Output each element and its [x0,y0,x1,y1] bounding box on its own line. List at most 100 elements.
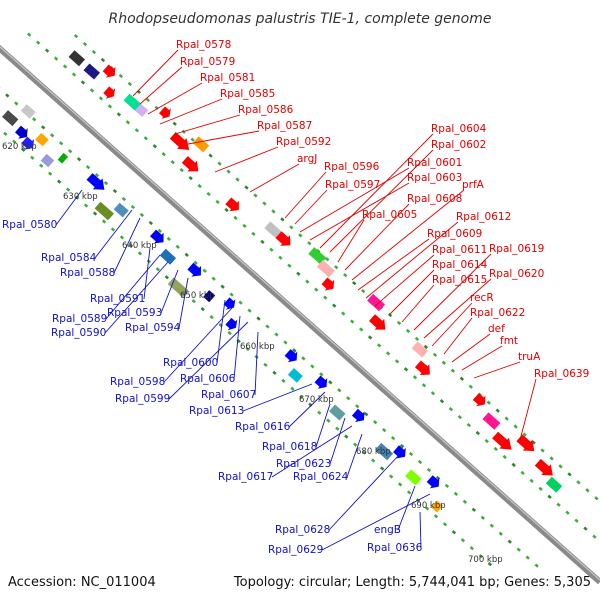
track-tick [448,407,454,412]
track-tick [493,446,498,452]
gene-label-forward: Rpal_0602 [431,139,486,151]
gene-arrow [369,314,386,330]
track-tick [350,319,355,324]
track-tick [73,34,79,39]
gene-label-reverse: Rpal_0618 [262,441,317,453]
track-tick [175,244,180,249]
track-tick [460,538,466,543]
gene-block [367,293,385,312]
track-tick [358,327,364,332]
track-tick [364,412,369,417]
track-tick [12,139,17,144]
track-tick [341,311,346,316]
track-tick [152,144,157,149]
gene-arrow [223,297,236,310]
track-tick [211,276,216,281]
track-tick [522,432,527,437]
gene-callout-line [321,493,431,551]
track-tick [269,247,274,252]
track-tick [502,454,507,460]
gene-label-forward: argJ [297,153,317,165]
track-tick [164,275,169,280]
gene-label-forward: Rpal_0620 [489,268,544,280]
track-tick [94,173,100,178]
track-tick [157,228,162,234]
track-tick [44,48,50,53]
gene-label-forward: Rpal_0605 [362,209,417,221]
track-tick [583,526,588,531]
gene-label-forward: Rpal_0581 [200,72,255,84]
gene-callout-line [319,133,434,249]
gene-label-reverse: Rpal_0606 [180,373,236,385]
gene-label-forward: truA [518,351,541,363]
track-tick [381,427,387,433]
kbp-scale-label: 640 kbp [122,241,157,251]
track-tick [457,414,463,420]
gene-callout-line [284,171,327,219]
accession-text: Accession: NC_011004 [8,575,156,590]
track-tick [58,141,64,146]
gene-callout-line [329,149,434,253]
track-tick [253,193,258,198]
track-tick [27,32,32,37]
gene-callout-line [94,209,133,259]
track-tick [442,522,448,527]
gene-block [134,103,149,117]
track-tick [47,171,53,176]
gene-callout-line [288,391,326,428]
track-tick [128,243,134,248]
gene-arrow [314,375,328,389]
gene-arrow [21,136,34,150]
gene-label-reverse: Rpal_0636 [367,542,423,554]
track-tick [107,104,113,109]
track-tick [32,117,37,122]
track-tick [332,303,337,308]
track-tick [305,279,310,284]
track-tick [453,491,459,496]
track-tick [301,356,306,361]
track-tick [592,534,597,539]
gene-callout-line [351,189,465,281]
gene-callout-line [473,361,521,379]
track-tick [343,273,348,278]
gene-callout-line [337,219,365,263]
gene-arrow [86,173,105,190]
gene-label-reverse: Rpal_0599 [115,393,170,405]
track-tick [30,155,35,160]
gene-label-forward: Rpal_0614 [432,259,488,271]
track-tick [346,396,351,401]
gene-callout-line [139,66,183,105]
track-tick [299,394,304,399]
track-tick [260,239,265,244]
track-tick [130,204,136,210]
track-tick [245,346,250,352]
track-tick [426,467,432,473]
gene-callout-line [328,455,399,531]
track-tick [119,235,125,240]
track-tick [292,348,297,353]
gene-arrow [426,475,440,489]
gene-callout-line [216,299,226,364]
track-tick [319,372,324,377]
gene-block [35,132,49,147]
track-tick [155,267,161,272]
track-tick [290,386,295,391]
gene-arrow [414,360,430,376]
track-tick [206,191,211,197]
gene-label-forward: recR [470,292,494,304]
gene-arrow [492,431,512,450]
kbp-scale-label: 630 kbp [63,192,98,202]
gene-callout-line [299,167,410,233]
track-tick [529,478,534,484]
gene-block [405,469,422,486]
track-tick [495,408,500,413]
gene-callout-line [346,433,363,478]
track-tick [406,490,412,495]
track-tick [125,120,131,125]
gene-block [159,248,177,265]
gene-block [411,341,429,358]
kbp-scale-label: 670 kbp [299,395,334,405]
gene-block [264,221,283,239]
track-tick [71,72,77,77]
track-tick [394,359,400,364]
